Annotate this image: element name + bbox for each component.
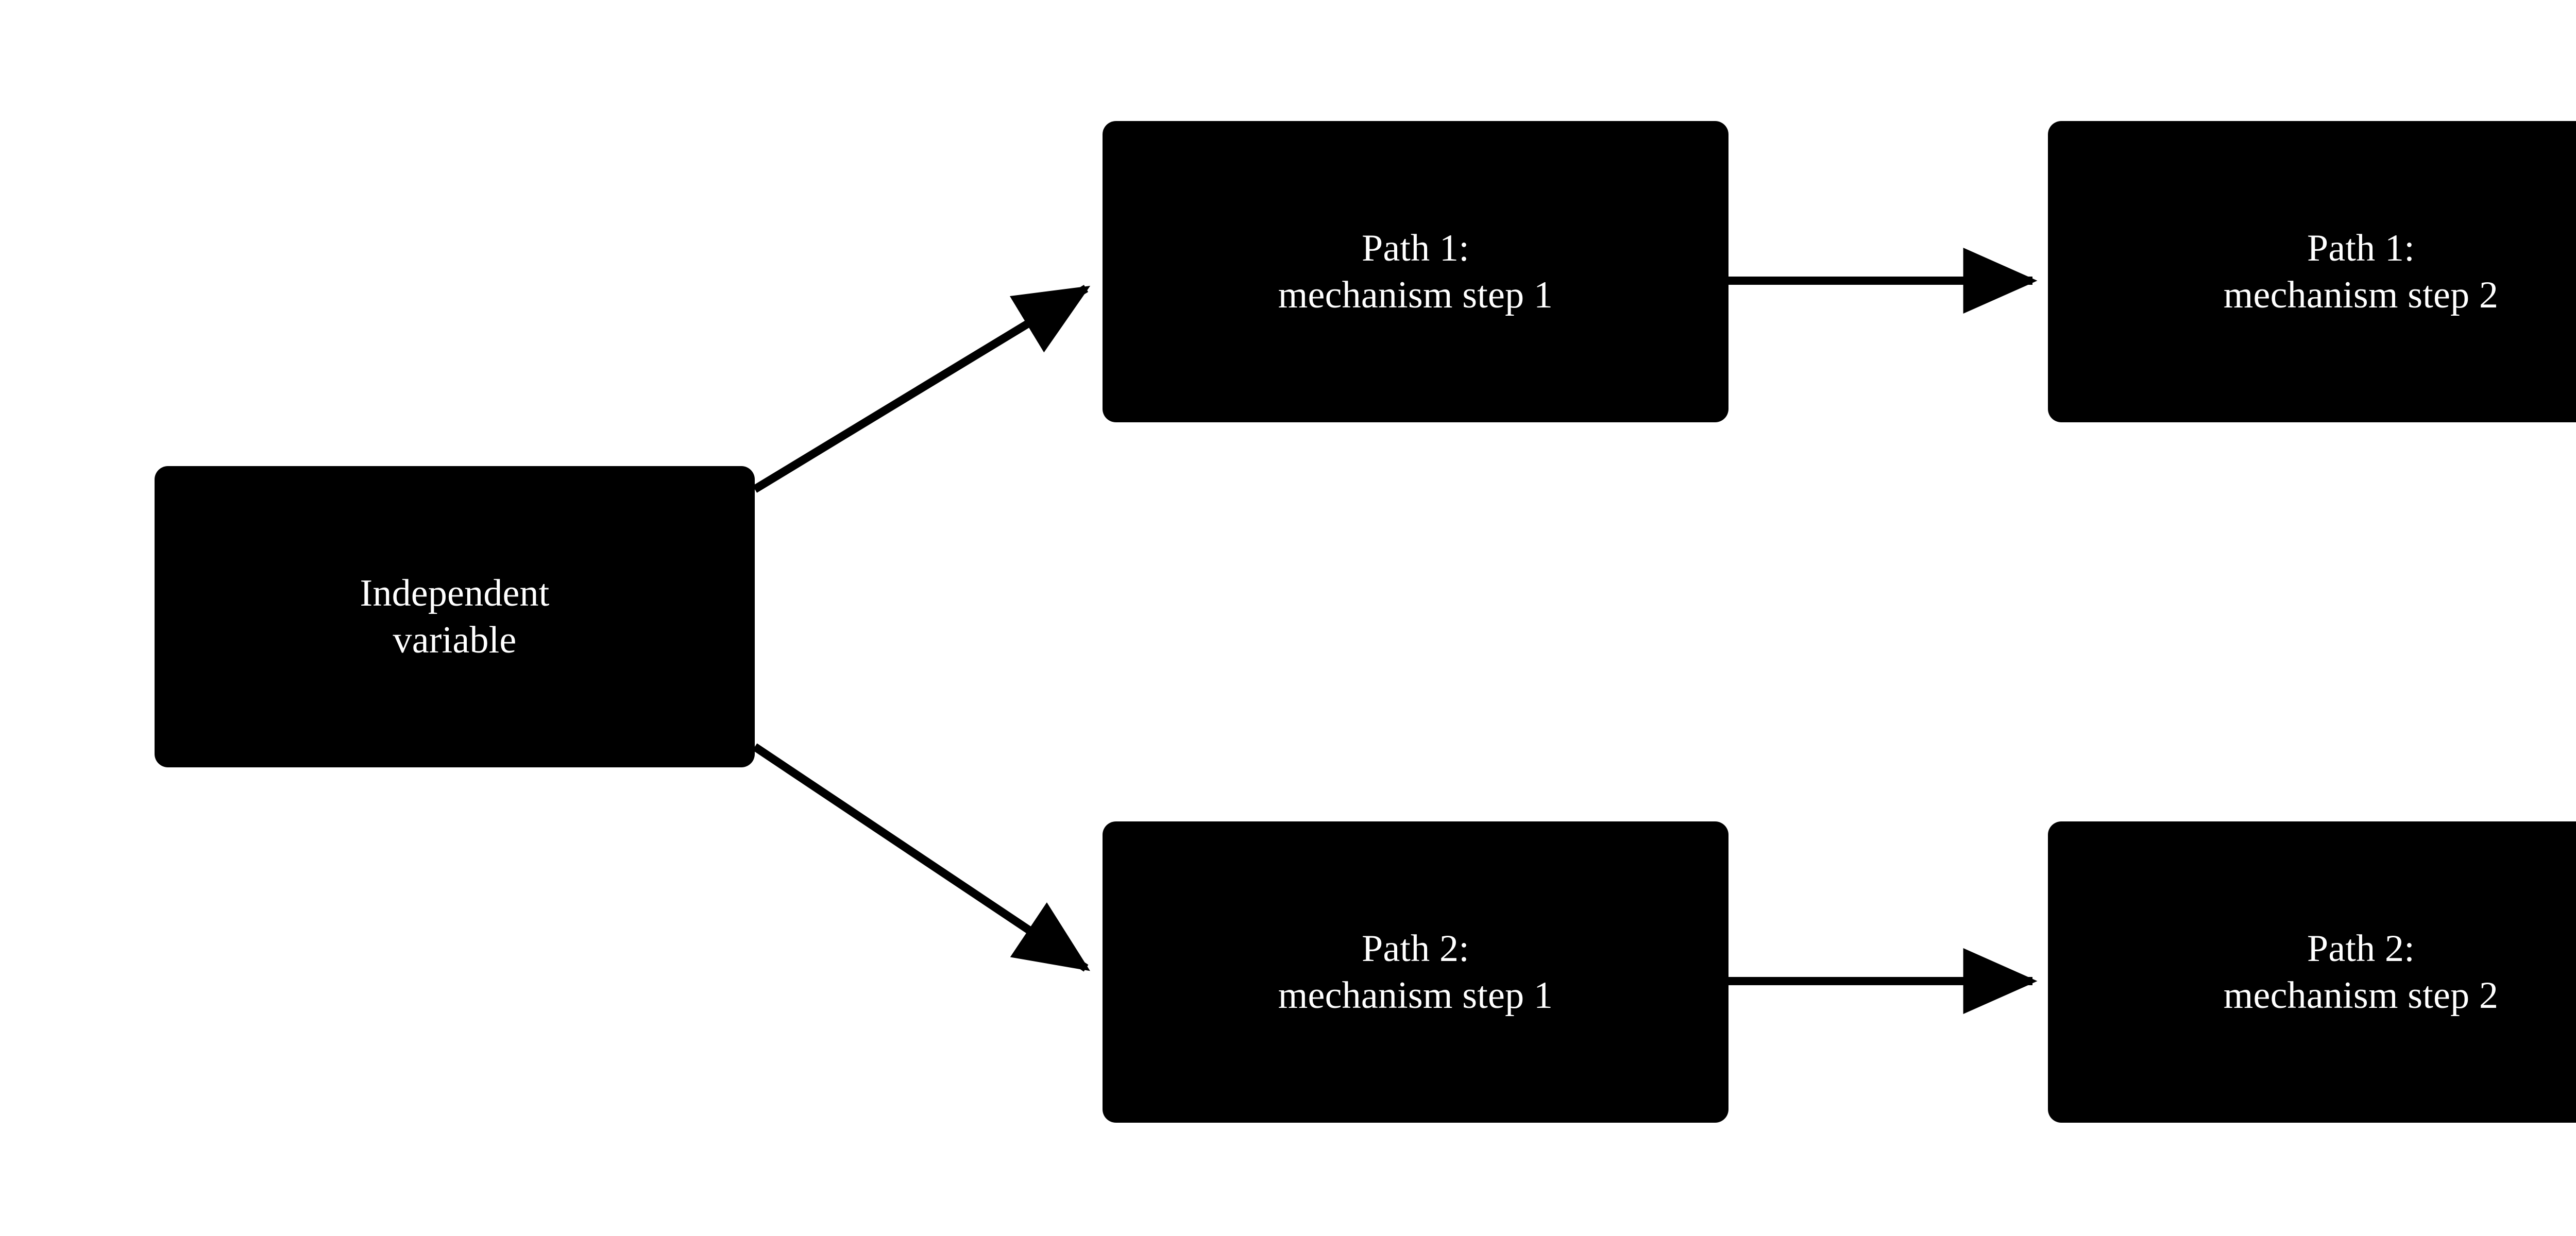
node-path1-step1[interactable]: Path 1: mechanism step 1 — [1103, 121, 1728, 422]
node-path2-step1[interactable]: Path 2: mechanism step 1 — [1103, 821, 1728, 1123]
node-path1-step1-label: Path 1: mechanism step 1 — [1278, 227, 1553, 316]
node-independent-variable-label: Independent variable — [360, 572, 550, 661]
node-path1-step2[interactable]: Path 1: mechanism step 2 — [2048, 121, 2576, 422]
node-independent-variable[interactable]: Independent variable — [155, 466, 755, 767]
node-path2-step2-label: Path 2: mechanism step 2 — [2223, 928, 2499, 1017]
node-path1-step2-label: Path 1: mechanism step 2 — [2223, 227, 2499, 316]
node-path2-step1-label: Path 2: mechanism step 1 — [1278, 928, 1553, 1017]
edge-iv-to-path1-step1 — [752, 285, 1091, 493]
node-path2-step2[interactable]: Path 2: mechanism step 2 — [2048, 821, 2576, 1123]
edge-iv-to-path2-step1 — [752, 743, 1090, 972]
